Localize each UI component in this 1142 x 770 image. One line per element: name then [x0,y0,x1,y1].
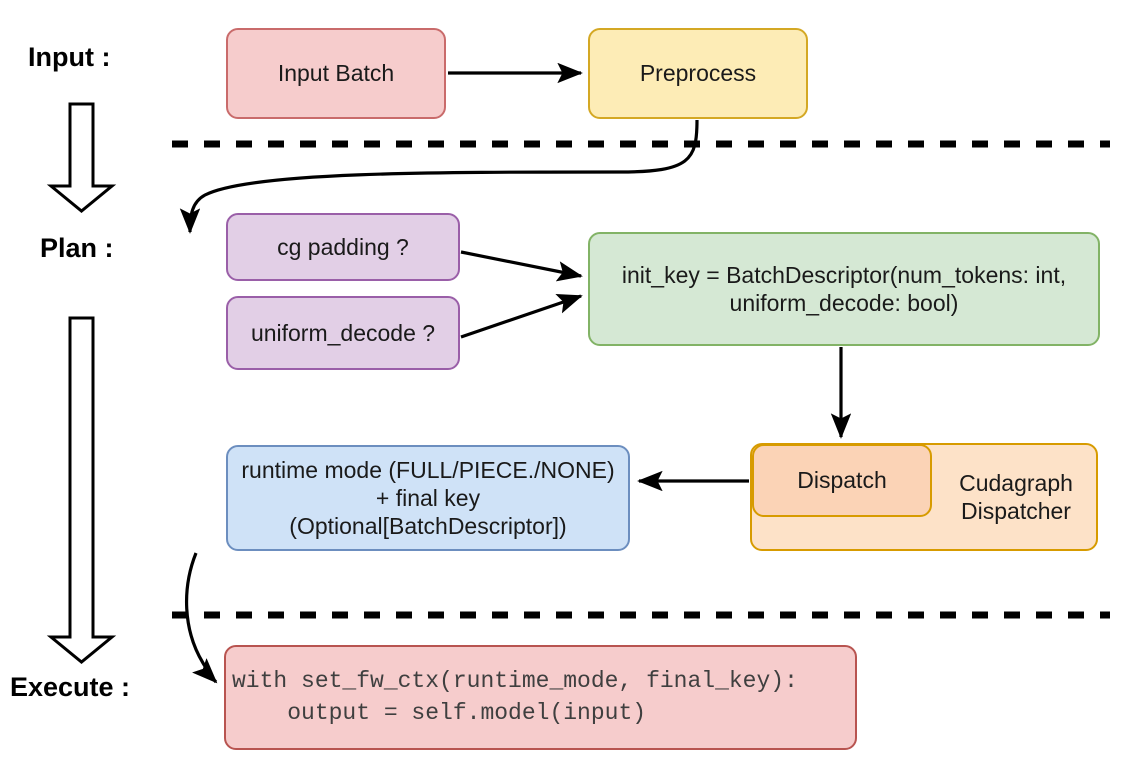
node-dispatch-label: Dispatch [797,467,887,494]
node-cudagraph-dispatcher-label: Cudagraph Dispatcher [959,469,1073,524]
node-input-batch-label: Input Batch [277,60,395,87]
arrow-cg-padding-to-init-key [460,250,583,282]
arrow-runtime-mode-to-execute-code [184,552,218,684]
node-cg-padding[interactable]: cg padding ? [226,213,460,281]
node-preprocess[interactable]: Preprocess [588,28,808,119]
node-input-batch[interactable]: Input Batch [226,28,446,119]
node-uniform-decode-label: uniform_decode ? [250,319,436,346]
node-runtime-mode[interactable]: runtime mode (FULL/PIECE./NONE) + final … [226,445,630,551]
stage-arrow-input-to-plan [46,102,117,213]
node-cg-padding-label: cg padding ? [277,233,409,260]
node-execute-code[interactable]: with set_fw_ctx(runtime_mode, final_key)… [224,645,857,750]
node-preprocess-label: Preprocess [639,60,757,87]
stage-label-execute: Execute : [10,672,131,702]
node-init-key-label: init_key = BatchDescriptor(num_tokens: i… [621,261,1067,316]
node-execute-code-label: with set_fw_ctx(runtime_mode, final_key)… [232,668,798,726]
stage-arrow-plan-to-execute [46,316,117,664]
node-runtime-mode-label: runtime mode (FULL/PIECE./NONE) + final … [241,456,615,540]
stage-label-input: Input : [28,42,111,72]
node-uniform-decode[interactable]: uniform_decode ? [226,296,460,370]
stage-label-plan: Plan : [40,233,114,263]
node-init-key[interactable]: init_key = BatchDescriptor(num_tokens: i… [588,232,1100,346]
arrow-uniform-decode-to-init-key [460,293,583,339]
node-dispatch[interactable]: Dispatch [752,444,932,517]
